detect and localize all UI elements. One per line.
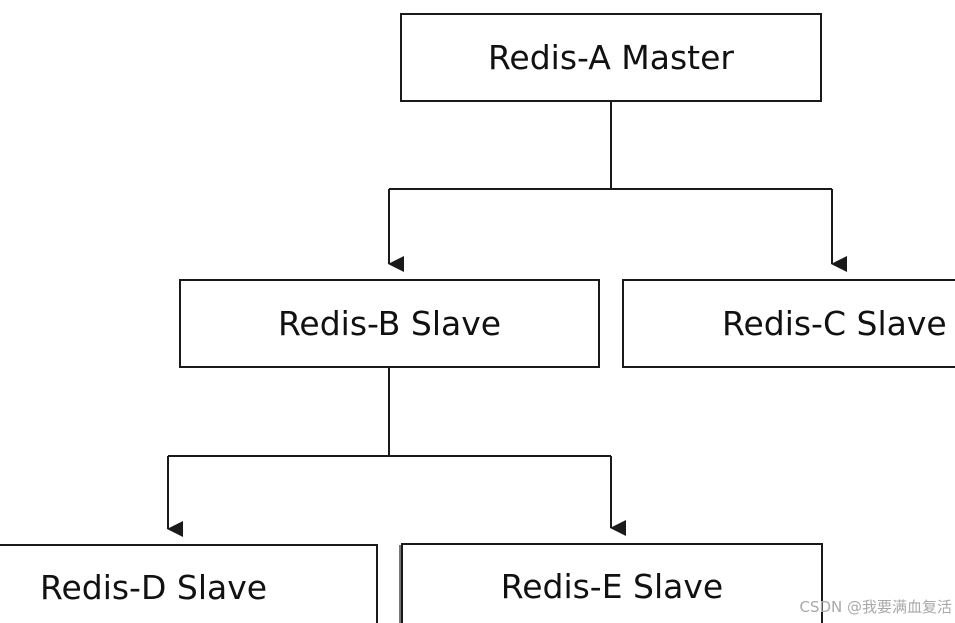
node-redis-d-slave[interactable]: Redis-D Slave [0,544,378,623]
node-redis-a-master[interactable]: Redis-A Master [400,13,822,102]
node-redis-e-slave[interactable]: Redis-E Slave [399,543,823,623]
node-label: Redis-A Master [487,38,734,77]
node-label: Redis-B Slave [277,304,502,343]
node-label: Redis-C Slave [722,304,947,343]
node-label: Redis-D Slave [40,568,268,607]
watermark-text: CSDN @我要满血复活 [799,598,952,616]
node-redis-b-slave[interactable]: Redis-B Slave [179,279,600,368]
node-redis-c-slave[interactable]: Redis-C Slave [622,279,955,368]
node-label: Redis-E Slave [500,567,724,606]
